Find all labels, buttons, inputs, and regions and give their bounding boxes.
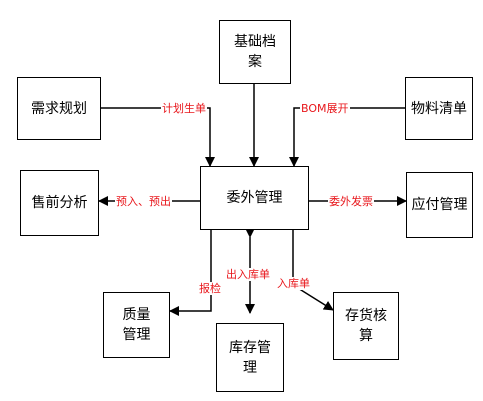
node-quality-label: 质量管理 xyxy=(122,307,151,343)
label-in-out-order: 出入库单 xyxy=(225,268,271,281)
node-cost-accounting-label: 存货核算 xyxy=(345,308,387,344)
node-basic-archive: 基础档案 xyxy=(219,20,291,84)
node-cost-accounting: 存货核算 xyxy=(333,292,399,360)
node-outsourcing: 委外管理 xyxy=(200,166,309,230)
node-payables: 应付管理 xyxy=(406,172,473,238)
label-inspection: 报检 xyxy=(198,282,222,295)
label-in-order: 入库单 xyxy=(276,277,311,290)
node-bom-list-label: 物料清单 xyxy=(411,100,467,117)
node-demand-planning-label: 需求规划 xyxy=(31,100,87,117)
node-sales-analysis: 售前分析 xyxy=(20,170,99,236)
edge-outsourcing-to-quality xyxy=(169,230,212,316)
node-bom-list: 物料清单 xyxy=(405,77,473,140)
node-quality: 质量管理 xyxy=(103,292,170,358)
label-bom-expand: BOM展开 xyxy=(300,102,350,115)
node-outsourcing-label: 委外管理 xyxy=(226,190,283,206)
node-payables-label: 应付管理 xyxy=(411,197,468,213)
edge-demand-to-outsourcing xyxy=(101,107,215,167)
node-basic-archive-label: 基础档案 xyxy=(234,34,276,70)
label-plan-order: 计划生单 xyxy=(161,102,207,115)
label-outsourcing-invoice: 委外发票 xyxy=(328,195,374,208)
node-inventory-label: 库存管理 xyxy=(229,339,271,376)
edge-bom-to-outsourcing xyxy=(289,107,405,167)
label-pre-in-out: 预入、预出 xyxy=(115,195,172,208)
node-sales-analysis-label: 售前分析 xyxy=(31,195,88,211)
node-inventory: 库存管理 xyxy=(216,323,284,392)
node-demand-planning: 需求规划 xyxy=(17,77,101,140)
edge-outsourcing-to-cost xyxy=(292,230,334,311)
